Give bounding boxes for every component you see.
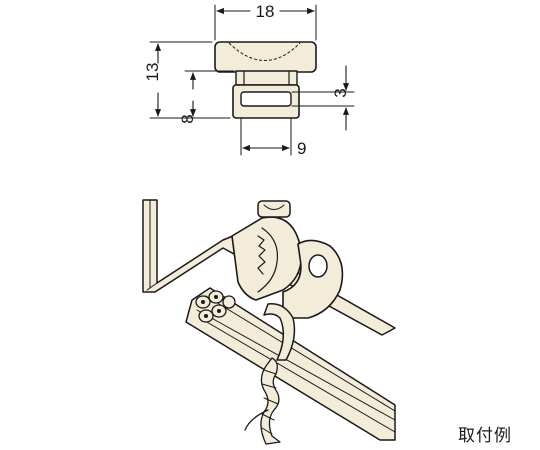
clip-part-drawing: [214, 41, 317, 119]
dimension-annotations: 18 13 8 3 9: [143, 2, 355, 158]
dim-slot-height-label: 3: [331, 88, 350, 97]
dim-height-body-label: 8: [178, 114, 197, 123]
dim-width-top-label: 18: [256, 2, 275, 21]
cable-ends: [195, 290, 236, 323]
tie-band: [263, 303, 296, 361]
dim-width-bottom-label: 9: [297, 139, 306, 158]
installation-example-caption: 取付例: [458, 426, 512, 446]
clip-neck: [235, 70, 298, 86]
installation-illustration: [142, 199, 396, 445]
clip-slot: [240, 91, 292, 107]
dim-height-total-label: 13: [143, 63, 162, 82]
clip-cap: [214, 41, 317, 73]
mounted-clip: [231, 200, 344, 319]
